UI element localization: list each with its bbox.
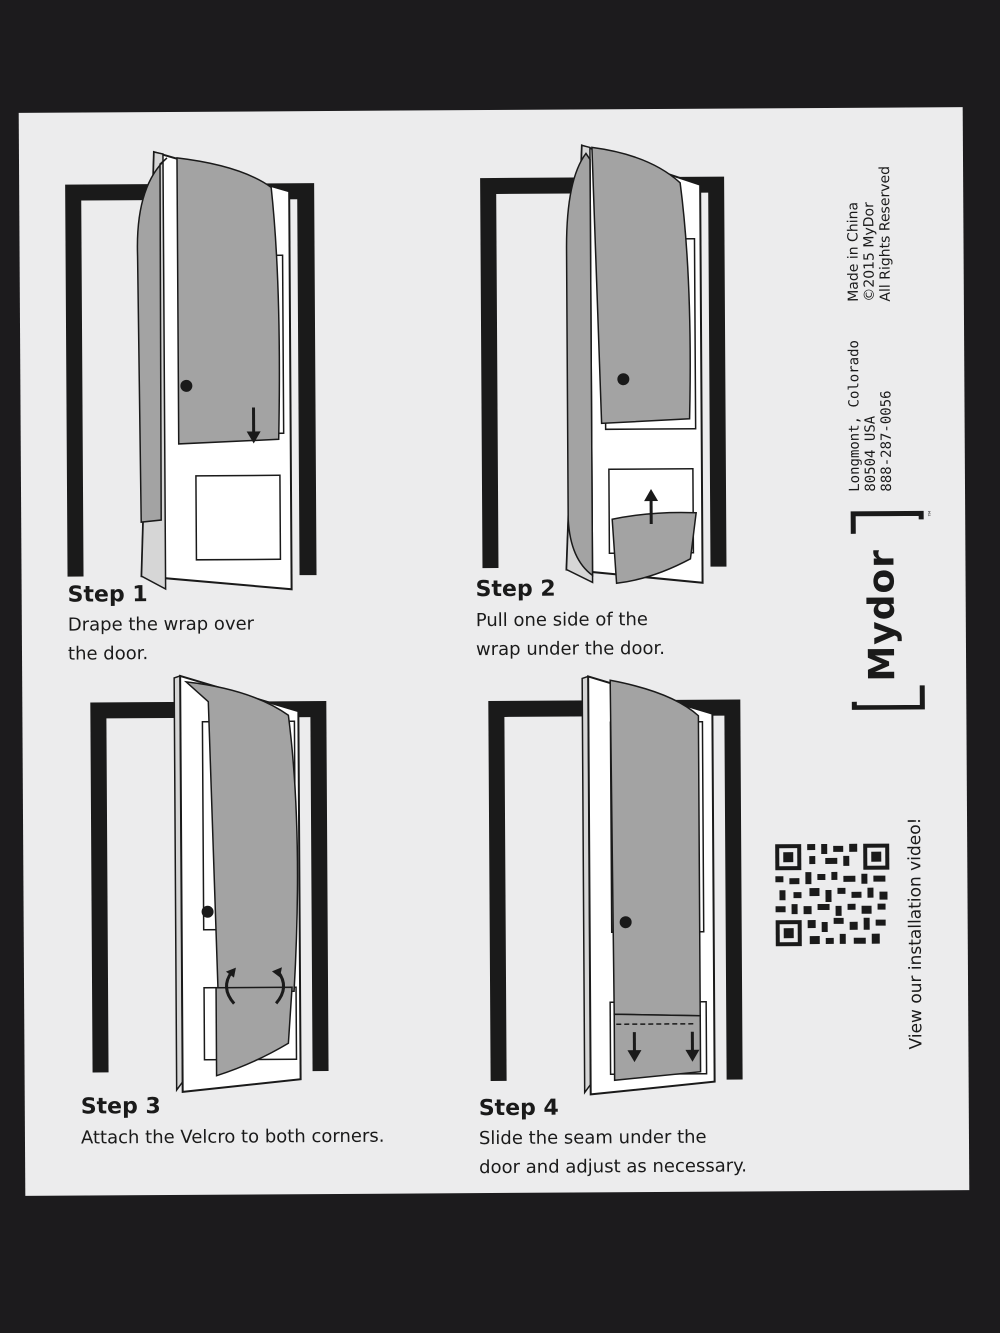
step4-title: Step 4: [478, 1095, 559, 1122]
rights-line: All Rights Reserved: [877, 165, 894, 302]
address-city: Longmont, Colorado: [846, 340, 864, 492]
logo-trademark: ™: [927, 509, 937, 518]
step2-illustration: [480, 144, 727, 585]
video-caption-block: View our installation video!: [905, 818, 926, 1050]
step2-title: Step 2: [475, 576, 556, 603]
step1-line2: the door.: [67, 643, 149, 665]
mydor-logo: Mydor ™: [847, 509, 936, 710]
address-zip: 80504 USA: [862, 415, 880, 492]
address-block: Longmont, Colorado 80504 USA 888-287-005…: [846, 340, 895, 492]
step1-illustration: [65, 150, 317, 591]
step2-line2: wrap under the door.: [475, 637, 665, 661]
qr-caption[interactable]: View our installation video!: [905, 817, 927, 1050]
logo-wordmark: Mydor: [861, 548, 904, 682]
step3-illustration: [90, 674, 329, 1094]
qr-code[interactable]: [773, 841, 892, 949]
step2-line1: Pull one side of the: [475, 609, 648, 632]
step3-line1: Attach the Velcro to both corners.: [80, 1125, 385, 1149]
address-phone: 888-287-0056: [878, 390, 896, 492]
step4-illustration: [488, 675, 743, 1096]
step3-title: Step 3: [80, 1094, 161, 1120]
copyright-line: ©2015 MyDor: [861, 202, 878, 302]
step4-line1: Slide the seam under the: [478, 1126, 707, 1150]
step1-line1: Drape the wrap over: [67, 613, 255, 636]
step1-title: Step 1: [67, 582, 148, 608]
instruction-sheet: Step 1 Drape the wrap over the door. Ste…: [18, 107, 970, 1196]
copyright-block: Made in China ©2015 MyDor All Rights Res…: [845, 166, 894, 302]
made-in-line: Made in China: [845, 201, 862, 302]
step4-line2: door and adjust as necessary.: [479, 1155, 747, 1179]
logo-bracket-icon: [850, 510, 925, 710]
